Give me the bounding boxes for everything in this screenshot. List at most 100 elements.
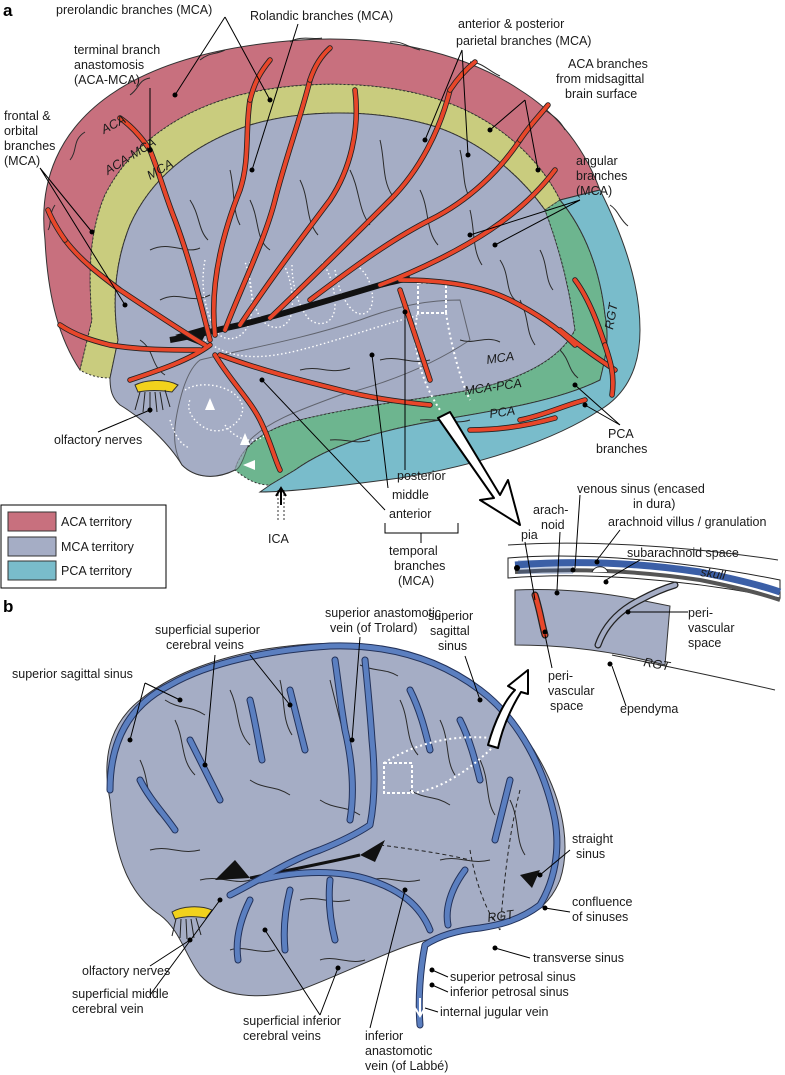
- perivascular-r-label-2: vascular: [688, 621, 735, 635]
- frontal-label-4: (MCA): [4, 154, 40, 168]
- perivascular-r-label-1: peri-: [688, 606, 713, 620]
- angular-label-3: (MCA): [576, 184, 612, 198]
- angular-label-2: branches: [576, 169, 627, 183]
- panel-b-leader-dots: [127, 697, 548, 988]
- panel-a-leaders: [39, 16, 621, 543]
- temporal-label-2: branches: [394, 559, 445, 573]
- straight-label-1: straight: [572, 832, 614, 846]
- panel-a-label: a: [3, 1, 13, 20]
- legend-label-mca: MCA territory: [61, 540, 135, 554]
- sup-sag-r-label-2: sagittal: [430, 624, 470, 638]
- cerebral-veins: [106, 642, 561, 1029]
- posterior-label: posterior: [397, 469, 446, 483]
- sup-sag-r-label-1: superior: [428, 609, 473, 623]
- inset-region-box-b: [383, 762, 413, 794]
- pia-label: pia: [521, 528, 538, 542]
- inset-dotted-lead-a: [414, 312, 471, 411]
- aca-branches-label-2: from midsagittal: [556, 72, 644, 86]
- frontal-label-2: orbital: [4, 124, 38, 138]
- pca-territory-label: PCA: [488, 404, 515, 421]
- olfactory-label-a: olfactory nerves: [54, 433, 142, 447]
- mca-arteries: [57, 77, 618, 473]
- perivascular-l-label-3: space: [550, 699, 583, 713]
- terminal-label-1: terminal branch: [74, 43, 160, 57]
- sup-petrosal-label: superior petrosal sinus: [450, 970, 576, 984]
- olfactory-nerve-b: [171, 906, 213, 940]
- zoom-arrow-a: [437, 411, 521, 526]
- sup-cer-label-1: superficial superior: [155, 623, 260, 637]
- sulci-lines-b: [139, 664, 526, 962]
- panel-b-annotations: superior sagittal sinus superficial supe…: [12, 606, 633, 1073]
- labbe-label-1: inferior: [365, 1029, 403, 1043]
- aca-branches-label-3: brain surface: [565, 87, 637, 101]
- ica-arrow: [275, 486, 287, 505]
- pca-branches-label-2: branches: [596, 442, 647, 456]
- anterior-label: anterior: [389, 507, 431, 521]
- meninges-inset: [507, 542, 782, 691]
- terminal-label-3: (ACA-MCA): [74, 73, 140, 87]
- perivascular-r-label-3: space: [688, 636, 721, 650]
- perivascular-l-label-1: peri-: [548, 669, 573, 683]
- zoom-arrow-b: [487, 669, 529, 749]
- legend-label-aca: ACA territory: [61, 515, 133, 529]
- labbe-label-3: vein (of Labbé): [365, 1059, 448, 1073]
- mca-territory-label-post: MCA: [485, 349, 514, 367]
- legend-swatch-aca: [7, 511, 57, 532]
- frontal-label-3: branches: [4, 139, 55, 153]
- rgt-label-a: RGT: [602, 301, 621, 331]
- confluence-label-2: of sinuses: [572, 910, 628, 924]
- confluence-label-1: confluence: [572, 895, 633, 909]
- parietal-label-2: parietal branches (MCA): [456, 34, 591, 48]
- villus-label: arachnoid villus / granulation: [608, 515, 766, 529]
- ependyma-label: ependyma: [620, 702, 678, 716]
- sup-sag-left-label: superior sagittal sinus: [12, 667, 133, 681]
- sylvian-fissure-b: [215, 840, 540, 888]
- arachnoid-label-1: arach-: [533, 503, 568, 517]
- rgt-label-inset: RGT: [642, 655, 672, 674]
- olfactory-nerve-a: [134, 380, 179, 413]
- venous-sinus-inset: [514, 559, 782, 596]
- temporal-label-1: temporal: [389, 544, 438, 558]
- panel-b-leaders: [129, 636, 571, 1029]
- parietal-label-1: anterior & posterior: [458, 17, 564, 31]
- subarachnoid-label: subarachnoid space: [627, 546, 739, 560]
- pca-branches-label-1: PCA: [608, 427, 634, 441]
- perivascular-l-label-2: vascular: [548, 684, 595, 698]
- ica-vessel: [277, 488, 285, 520]
- panel-b-label: b: [3, 597, 13, 616]
- panel-a-leader-dots: [89, 92, 588, 413]
- sup-cer-label-2: cerebral veins: [166, 638, 244, 652]
- inset-region-box-a: [417, 282, 447, 314]
- rolandic-label: Rolandic branches (MCA): [250, 9, 393, 23]
- terminal-label-2: anastomosis: [74, 58, 144, 72]
- panel-a-annotations: prerolandic branches (MCA) Rolandic bran…: [4, 3, 648, 588]
- transverse-label: transverse sinus: [533, 951, 624, 965]
- legend-swatch-mca: [7, 536, 57, 557]
- skull-label: skull: [700, 565, 728, 583]
- aca-pca-arteries: [45, 45, 616, 433]
- inf-cer-label-2: cerebral veins: [243, 1029, 321, 1043]
- middle-cer-label-1: superficial middle: [72, 987, 169, 1001]
- angular-label-1: angular: [576, 154, 618, 168]
- territory-legend: ACA territory MCA territory PCA territor…: [0, 504, 167, 589]
- middle-cer-label-2: cerebral vein: [72, 1002, 144, 1016]
- prerolandic-label: prerolandic branches (MCA): [56, 3, 212, 17]
- aca-branches-label-1: ACA branches: [568, 57, 648, 71]
- legend-swatch-pca: [7, 560, 57, 581]
- frontal-label-1: frontal &: [4, 109, 51, 123]
- temporal-label-3: (MCA): [398, 574, 434, 588]
- rgt-label-b: RGT: [486, 907, 515, 925]
- trolard-label-2: vein (of Trolard): [330, 621, 418, 635]
- labbe-label-2: anastomotic: [365, 1044, 432, 1058]
- middle-label: middle: [392, 488, 429, 502]
- jugular-arrow: [414, 998, 426, 1018]
- inset-dotted-lead-b: [383, 736, 496, 794]
- arachnoid-label-2: noid: [541, 518, 565, 532]
- straight-label-2: sinus: [576, 847, 605, 861]
- inf-cer-label-1: superficial inferior: [243, 1014, 341, 1028]
- flow-arrows: [205, 398, 255, 470]
- trolard-label-1: superior anastomotic: [325, 606, 441, 620]
- olfactory-label-b: olfactory nerves: [82, 964, 170, 978]
- venous-sinus-label-1: venous sinus (encased: [577, 482, 705, 496]
